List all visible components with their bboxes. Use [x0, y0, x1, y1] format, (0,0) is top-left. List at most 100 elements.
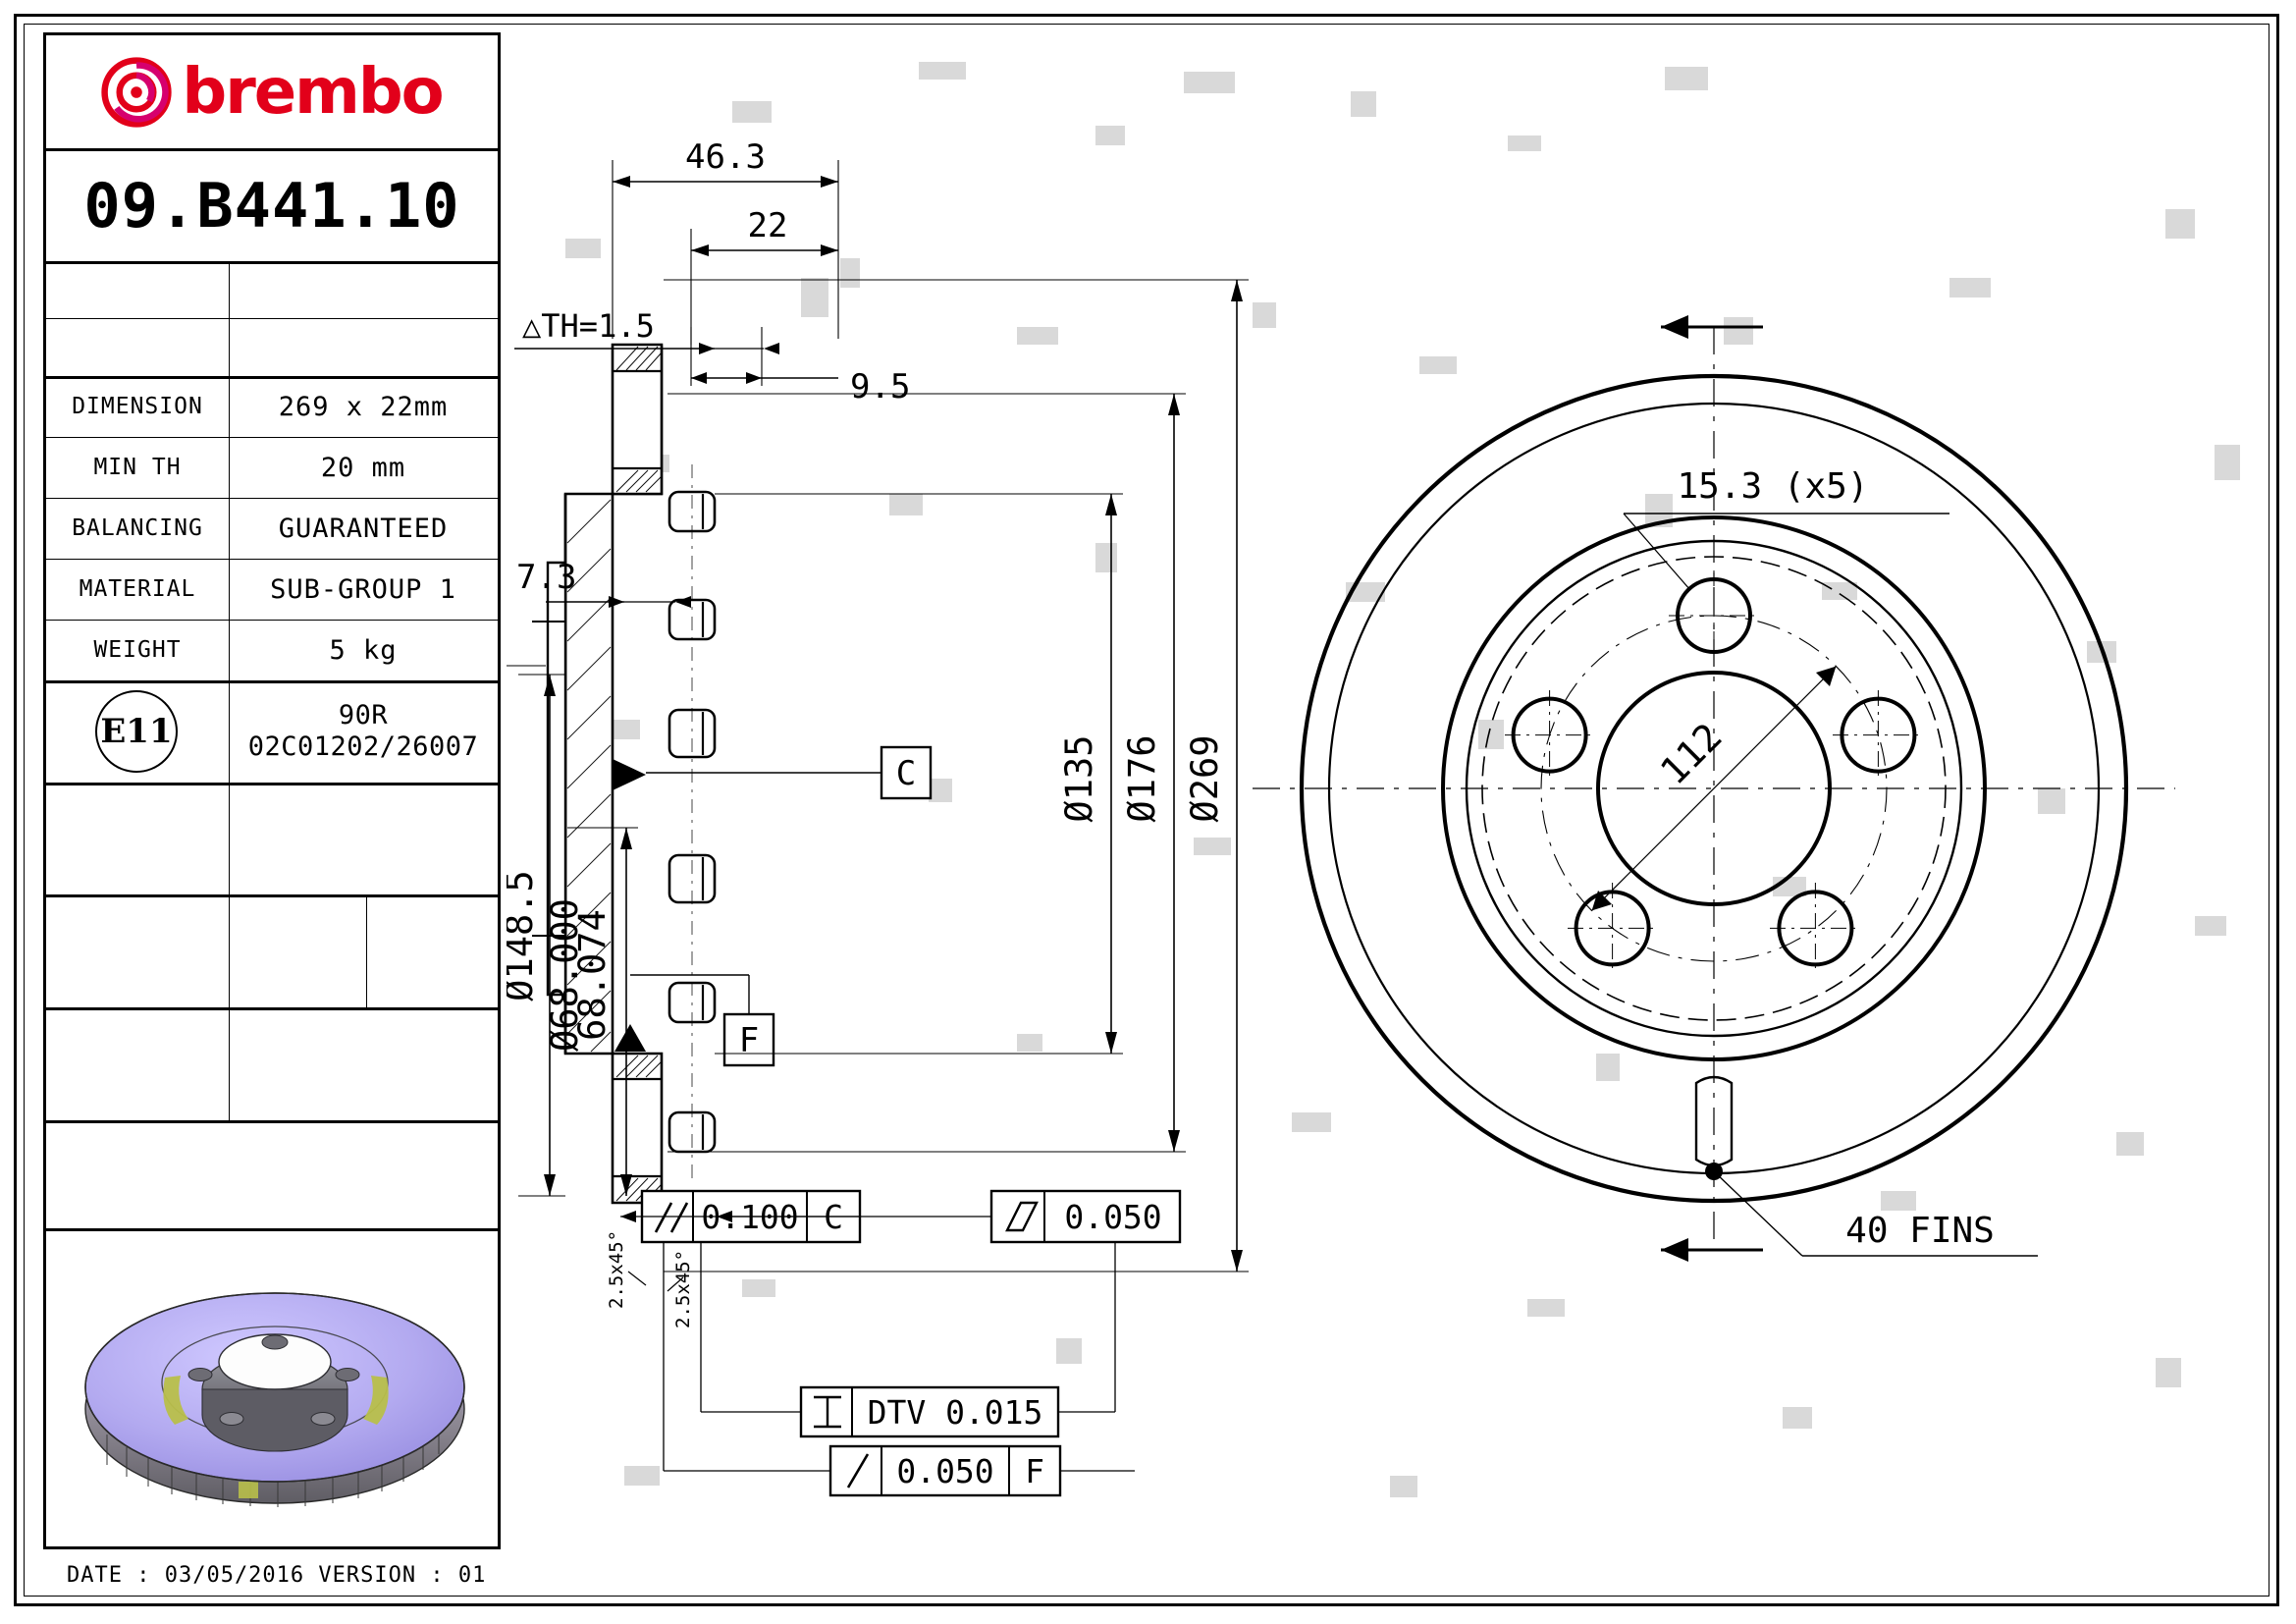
spec-value: 20 mm: [320, 452, 406, 483]
dimension-value: 7.3: [516, 558, 576, 597]
divider: [46, 1228, 498, 1231]
dimension-value: Ø148.5: [507, 870, 541, 1001]
runout-frame: 0.050 F: [663, 1242, 1135, 1497]
chamfer-note: 2.5x45°: [606, 1230, 627, 1309]
brand-logo: brembo: [46, 35, 498, 148]
outer-diameter-269: [1299, 373, 2129, 1204]
dimension-22: 22: [690, 206, 838, 345]
drawing-area: 46.3 22 △TH=1.5: [507, 32, 2264, 1549]
divider: [46, 498, 498, 499]
spec-value: 5 kg: [329, 634, 398, 666]
spec-value: 269 x 22mm: [278, 391, 449, 422]
divider: [46, 148, 498, 151]
chamfer-notes: 2.5x45° 2.5x45°: [606, 1230, 694, 1328]
datum-label: C: [896, 754, 916, 793]
brembo-mark-icon: [101, 56, 173, 128]
spec-label: DIMENSION: [72, 394, 203, 419]
fin-callout: 40 FINS: [1694, 1075, 2038, 1257]
technical-drawing: 46.3 22 △TH=1.5: [507, 62, 2240, 1497]
divider: [46, 559, 498, 560]
dimension-value: Ø135: [1058, 734, 1100, 822]
homologation-code: 90R 02C01202/26007: [229, 680, 498, 783]
dimension-46-3: 46.3: [612, 137, 839, 339]
dimension-148-5: [507, 665, 546, 667]
spec-label: MIN TH: [93, 455, 182, 480]
braking-band-inner-176: [1441, 515, 1987, 1061]
spec-row-balancing: BALANCING GUARANTEED: [46, 498, 498, 559]
dimension-7-3: 7.3: [516, 558, 691, 608]
tolerance-datum: F: [1025, 1452, 1044, 1490]
divider: [46, 376, 498, 379]
callout-value: 15.3 (x5): [1677, 466, 1868, 507]
section-body: [532, 343, 664, 1205]
tolerance-value: DTV 0.015: [868, 1393, 1043, 1432]
dimension-269: Ø269: [664, 279, 1249, 1272]
e-mark-icon: E11: [95, 690, 178, 773]
dimension-9-5: 9.5: [690, 327, 910, 406]
divider: [229, 680, 230, 783]
dimension-148-5-callout: Ø148.5: [507, 674, 565, 1197]
dimension-value: 9.5: [850, 367, 910, 406]
vent-slot: [1694, 1075, 1734, 1167]
divider: [229, 783, 230, 894]
braking-band-inner-2: [1465, 539, 1963, 1038]
dimension-value: Ø68.000: [544, 898, 586, 1052]
callout-value: 40 FINS: [1845, 1211, 1995, 1251]
datum-c: C: [646, 745, 933, 800]
spec-label: WEIGHT: [93, 637, 182, 663]
dimension-centre-bore: 68.074 Ø68.000: [544, 827, 638, 1196]
divider: [46, 680, 498, 683]
divider: [366, 894, 367, 1007]
dimension-value: Ø176: [1121, 734, 1163, 822]
flatness-frame: 0.050: [717, 1189, 1182, 1244]
spec-value: SUB-GROUP 1: [270, 573, 456, 605]
spec-row-dimension: DIMENSION 269 x 22mm: [46, 376, 498, 437]
sheet-border-outer: [14, 14, 2279, 1606]
dimension-value: 46.3: [685, 137, 766, 177]
divider: [46, 894, 498, 897]
divider: [46, 1007, 498, 1010]
footer-date: DATE : 03/05/2016 VERSION : 01: [67, 1563, 487, 1588]
divider: [229, 1007, 230, 1120]
homologation-line1: 90R: [338, 700, 389, 731]
centrelines: [1253, 327, 2175, 1250]
dimension-value: 22: [748, 206, 788, 245]
note-text: △TH=1.5: [522, 307, 655, 345]
vent-fins: [667, 464, 717, 1181]
bolt-hole-callout: 15.3 (x5): [1623, 466, 1949, 591]
pcd-value: 112: [1652, 715, 1731, 793]
sheet-border-inner: [24, 24, 2269, 1597]
brand-name: brembo: [182, 55, 444, 129]
dtv-frame: DTV 0.015: [700, 1242, 1116, 1438]
cross-section-view: 46.3 22 △TH=1.5: [507, 137, 1249, 1497]
hat-outer-hidden: [1481, 556, 1947, 1021]
divider: [46, 783, 498, 785]
datum-f: F: [630, 974, 775, 1067]
spec-row-weight: WEIGHT 5 kg: [46, 620, 498, 680]
datum-triangles: [613, 759, 646, 1052]
dimension-135: Ø135: [715, 493, 1123, 1055]
divider: [46, 318, 498, 319]
divider: [229, 376, 230, 680]
divider: [229, 261, 230, 376]
dimension-value: 68.074: [571, 909, 614, 1041]
tolerance-value: 0.050: [896, 1452, 993, 1490]
spec-label: MATERIAL: [79, 576, 196, 602]
section-arrows: [1661, 315, 1763, 1262]
divider: [46, 437, 498, 438]
homologation-row: E11 90R 02C01202/26007: [46, 680, 498, 783]
divider: [46, 1120, 498, 1123]
disc-render-icon: [84, 1292, 465, 1507]
title-block: brembo 09.B441.10 DIMENSION 269 x 22mm M…: [43, 32, 501, 1549]
spec-label: BALANCING: [72, 515, 203, 541]
divider: [46, 261, 498, 264]
spec-row-min-th: MIN TH 20 mm: [46, 437, 498, 498]
tolerance-value: 0.050: [1064, 1198, 1161, 1236]
dimension-value: Ø269: [1184, 734, 1226, 822]
datum-label: F: [739, 1021, 759, 1060]
centre-bore: [1596, 671, 1832, 906]
thickness-variation-note: △TH=1.5: [514, 307, 779, 354]
spec-value: GUARANTEED: [278, 513, 449, 544]
product-photo: [46, 1222, 498, 1546]
